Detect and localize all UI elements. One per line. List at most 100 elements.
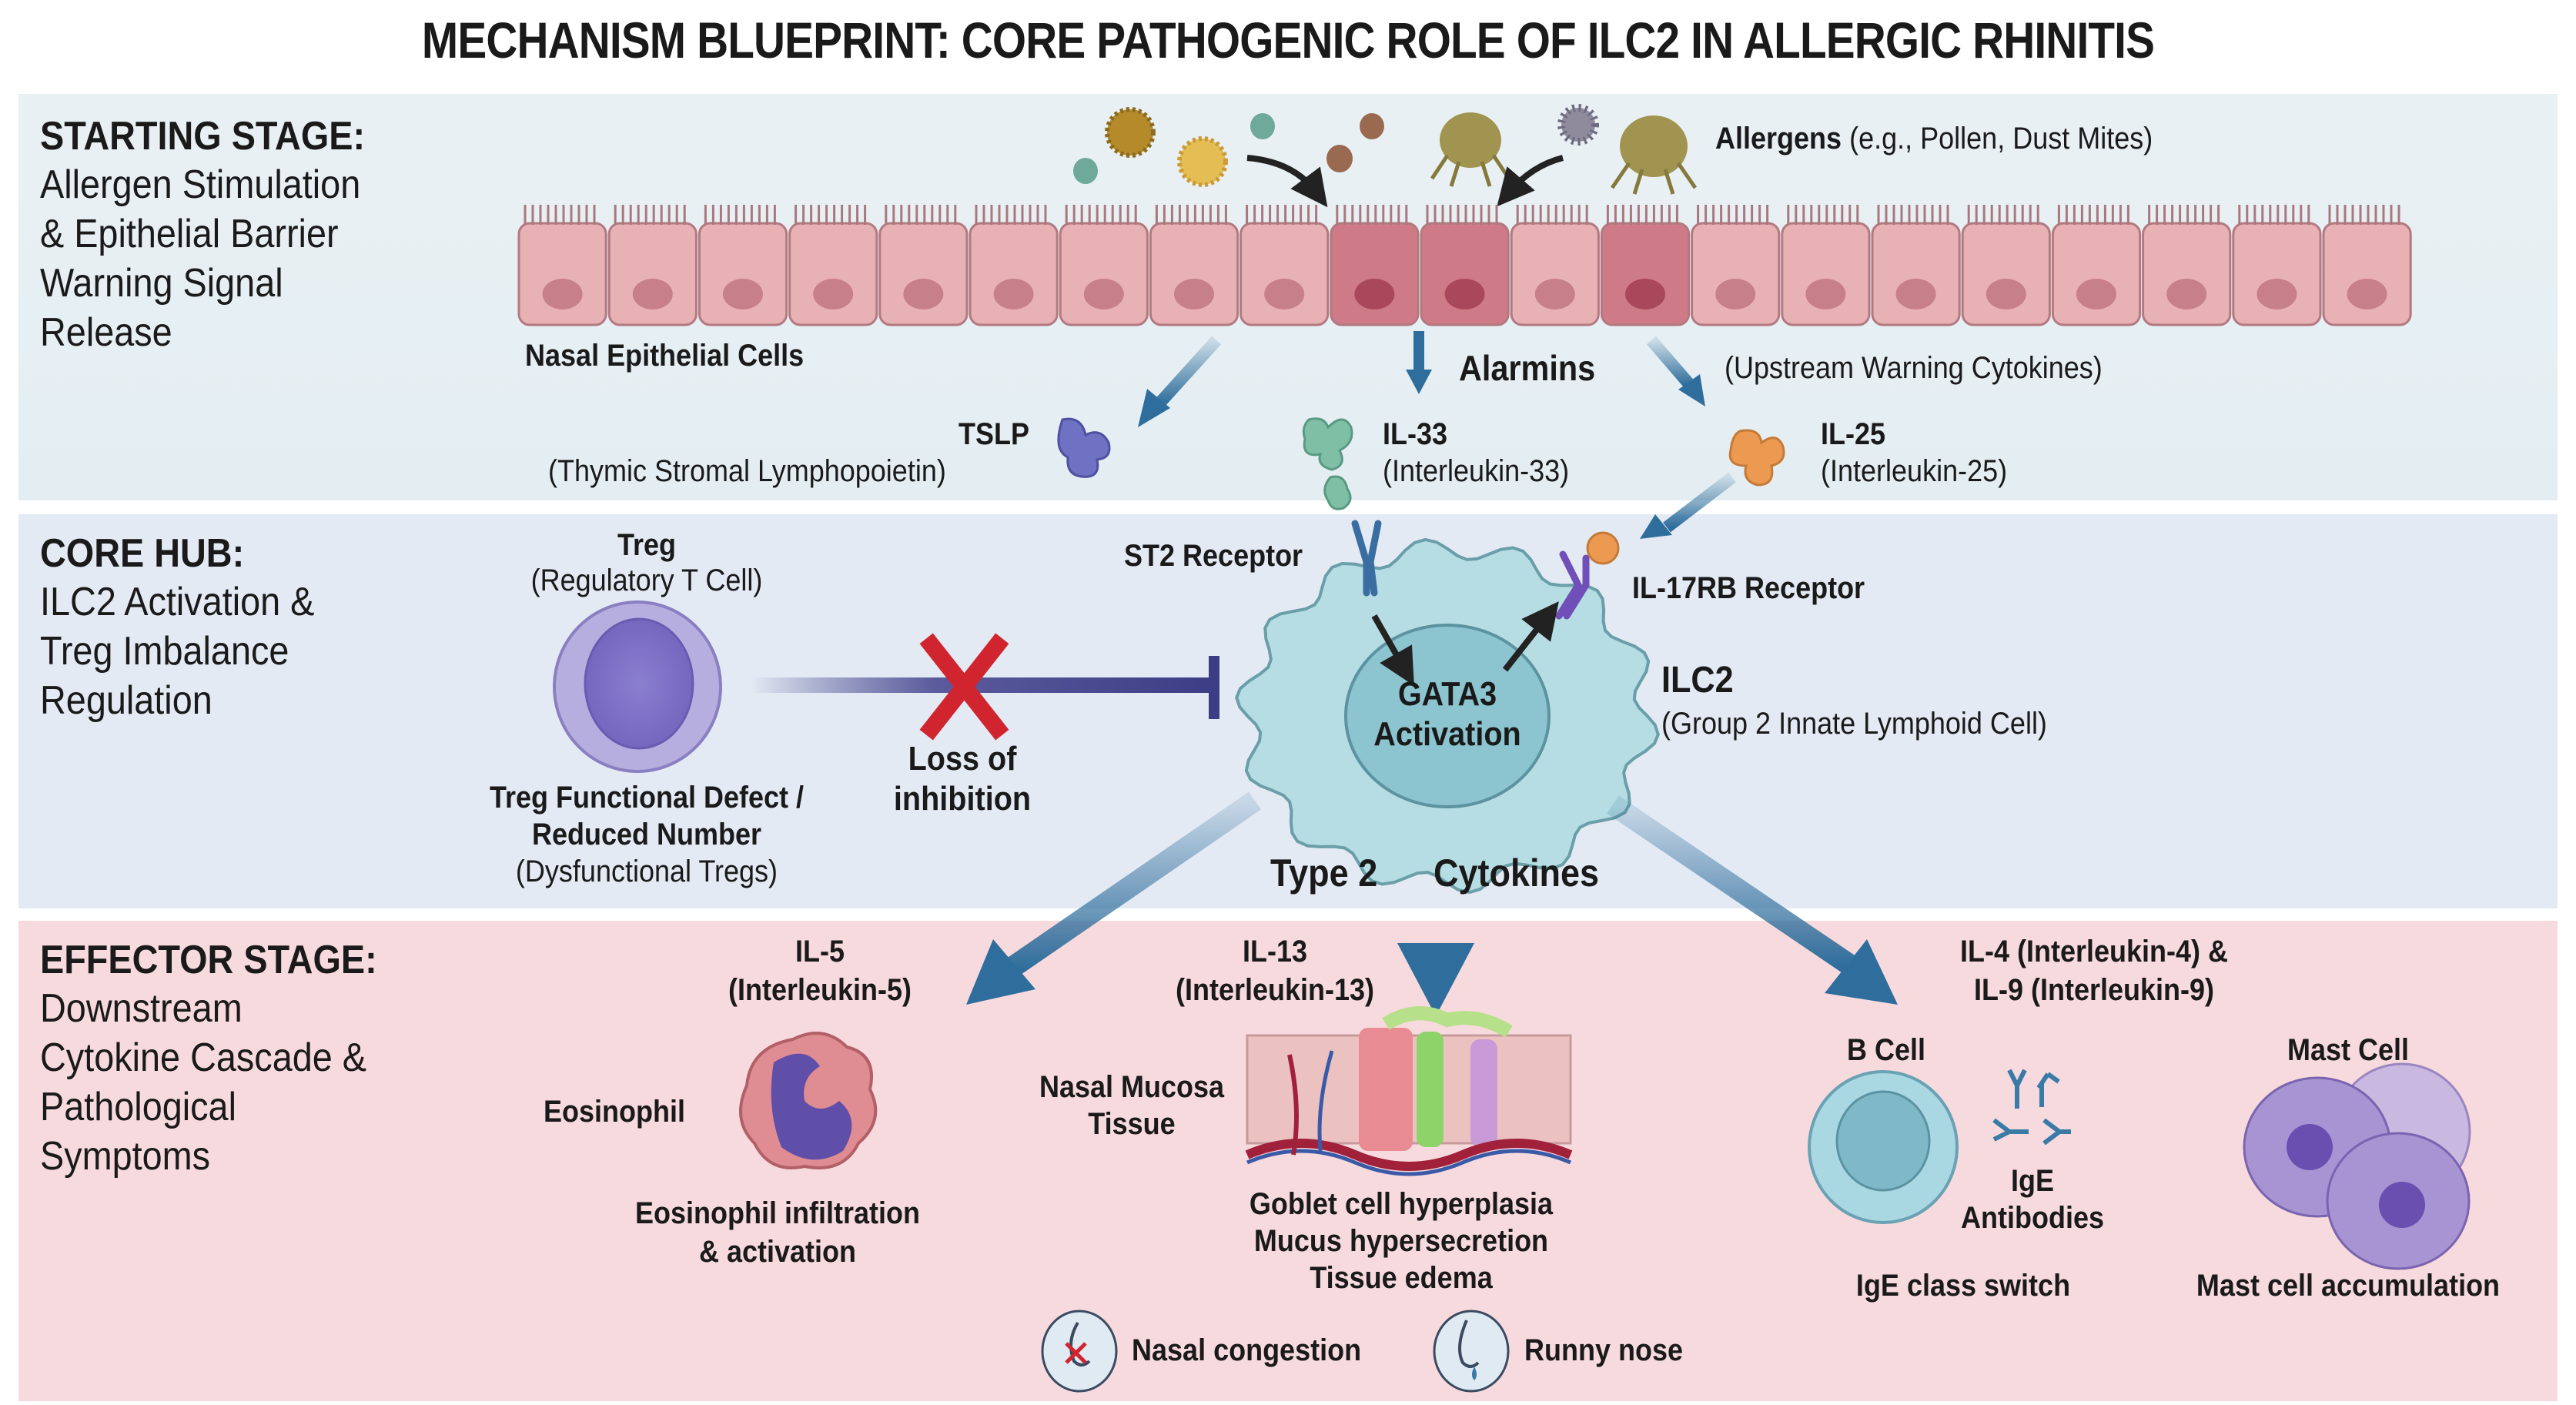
- loss-of-inhibition-line: inhibition: [893, 780, 1032, 818]
- eosinophil-effect-line: Eosinophil infiltration: [635, 1196, 920, 1230]
- epithelial-nucleus: [723, 279, 763, 309]
- allergen-arrow: [1246, 155, 1328, 208]
- ilc2-title: ILC2: [1661, 660, 1734, 701]
- epithelial-cell: [1510, 222, 1600, 326]
- il17rb-receptor-label: IL-17RB Receptor: [1632, 571, 1865, 605]
- il4-il9-label: IL-4 (Interleukin-4) &: [1959, 935, 2229, 968]
- il17rb-receptor: [1555, 550, 1590, 620]
- epithelial-cell: [698, 222, 788, 326]
- epithelial-nucleus: [1895, 279, 1936, 309]
- epithelial-cell: [1691, 222, 1781, 326]
- il5-full-name: (Interleukin-5): [728, 973, 912, 1007]
- epithelial-nucleus: [1986, 279, 2026, 309]
- treg-defect-line: Treg Functional Defect /: [489, 781, 805, 815]
- pollen-grain: [1557, 104, 1599, 146]
- dust-mite: [1610, 115, 1698, 195]
- eosinophil-label: Eosinophil: [544, 1095, 685, 1129]
- epithelial-cell: [788, 222, 878, 326]
- cilia: [1787, 205, 1859, 225]
- cilia: [1336, 205, 1408, 225]
- ilc2-subtitle: (Group 2 Innate Lymphoid Cell): [1661, 707, 2047, 741]
- ige-label: IgE: [2010, 1164, 2054, 1198]
- starting-stage-line: Release: [40, 310, 172, 355]
- epithelial-cell: [1149, 222, 1239, 326]
- epithelial-cell: [2142, 222, 2232, 326]
- loss-of-inhibition-line: Loss of: [908, 740, 1017, 778]
- epithelial-cell: [1239, 222, 1330, 326]
- il33-name: IL-33: [1383, 417, 1448, 451]
- epithelial-nucleus: [2076, 279, 2116, 309]
- epithelial-cell: [2051, 222, 2142, 326]
- epithelial-cell: [1600, 222, 1691, 326]
- symptom-runny-nose: Runny nose: [1524, 1333, 1684, 1367]
- epithelial-cell: [607, 222, 698, 326]
- epithelial-cell: [1871, 222, 1961, 326]
- epithelial-nucleus: [1354, 279, 1395, 309]
- effector-stage-line: Symptoms: [40, 1134, 211, 1179]
- st2-signal-arrow: [1371, 614, 1414, 686]
- il25-name: IL-25: [1821, 417, 1886, 451]
- eosinophil-cell: [739, 1032, 878, 1169]
- dust-mite: [1430, 112, 1511, 187]
- cilia: [2057, 205, 2129, 225]
- epithelial-cell: [1330, 222, 1420, 326]
- cross-icon: [919, 633, 1009, 741]
- treg-subtitle: (Regulatory T Cell): [530, 564, 763, 597]
- tslp-full-name: (Thymic Stromal Lymphopoietin): [548, 454, 946, 488]
- epithelial-cell: [517, 222, 607, 326]
- il25-molecule: [1728, 429, 1785, 487]
- gata3-label: GATA3: [1397, 675, 1497, 713]
- mucosa-effect-line: Goblet cell hyperplasia: [1249, 1187, 1554, 1221]
- b-cell-effect: IgE class switch: [1855, 1269, 2071, 1303]
- epithelial-cell: [1781, 222, 1871, 326]
- inhibition-line: [751, 677, 1216, 693]
- ige-antibodies-label: Antibodies: [1960, 1201, 2104, 1235]
- pollen-grain: [1360, 113, 1384, 139]
- epithelial-nucleus: [632, 279, 673, 309]
- st2-receptor-label: ST2 Receptor: [1124, 539, 1303, 573]
- pollen-grain: [1177, 136, 1228, 187]
- treg-cell: [553, 600, 722, 773]
- cilia: [1877, 205, 1949, 225]
- inhibition-bar: [1209, 656, 1219, 719]
- tslp-name: TSLP: [958, 417, 1030, 451]
- cilia: [2238, 205, 2310, 225]
- starting-stage-line: Allergen Stimulation: [40, 162, 361, 207]
- cytokines-label: Cytokines: [1434, 851, 1600, 895]
- cilia: [1516, 205, 1588, 225]
- mast-cell-effect: Mast cell accumulation: [2196, 1269, 2501, 1303]
- treg-defect-line: Reduced Number: [531, 818, 762, 851]
- cilia: [885, 205, 957, 225]
- il13-full-name: (Interleukin-13): [1175, 973, 1375, 1007]
- epithelial-cell: [878, 222, 969, 326]
- epithelial-nucleus: [1264, 279, 1305, 309]
- il4-il9-label: IL-9 (Interleukin-9): [1973, 973, 2215, 1007]
- core-hub-label: CORE HUB: ILC2 Activation & Treg Imbalan…: [40, 530, 345, 725]
- allergens-illustration: [1073, 104, 1698, 208]
- epithelial-cell: [1059, 222, 1149, 326]
- starting-stage-line: & Epithelial Barrier: [40, 212, 339, 256]
- alarmins-label: Alarmins: [1459, 348, 1596, 388]
- mucosa-effect-line: Mucus hypersecretion: [1253, 1224, 1549, 1258]
- cilia: [524, 205, 596, 225]
- epithelial-nucleus: [813, 279, 854, 309]
- epithelial-nucleus: [1805, 279, 1846, 309]
- effector-stage-line: Cytokine Cascade &: [40, 1035, 367, 1080]
- eosinophil-effect-line: & activation: [698, 1235, 857, 1269]
- epithelium-label: Nasal Epithelial Cells: [525, 339, 805, 373]
- core-hub-line: ILC2 Activation &: [40, 580, 315, 624]
- mast-cell-label: Mast Cell: [2287, 1033, 2410, 1067]
- epithelial-nucleus: [903, 279, 944, 309]
- cilia: [2328, 205, 2400, 225]
- treg-defect-note: (Dysfunctional Tregs): [515, 855, 778, 888]
- diagram-title: MECHANISM BLUEPRINT: CORE PATHOGENIC ROL…: [421, 12, 2155, 69]
- starting-stage-label: STARTING STAGE: Allergen Stimulation & E…: [40, 112, 401, 357]
- epithelial-cell: [2322, 222, 2412, 326]
- epithelial-nucleus: [1083, 279, 1124, 309]
- b-cell-label: B Cell: [1846, 1033, 1926, 1067]
- il33-bound-molecule: [1323, 475, 1352, 510]
- cilia: [1697, 205, 1769, 225]
- cilia: [975, 205, 1047, 225]
- core-hub-line: Treg Imbalance: [40, 629, 289, 674]
- allergens-label: Allergens (e.g., Pollen, Dust Mites): [1715, 122, 2153, 156]
